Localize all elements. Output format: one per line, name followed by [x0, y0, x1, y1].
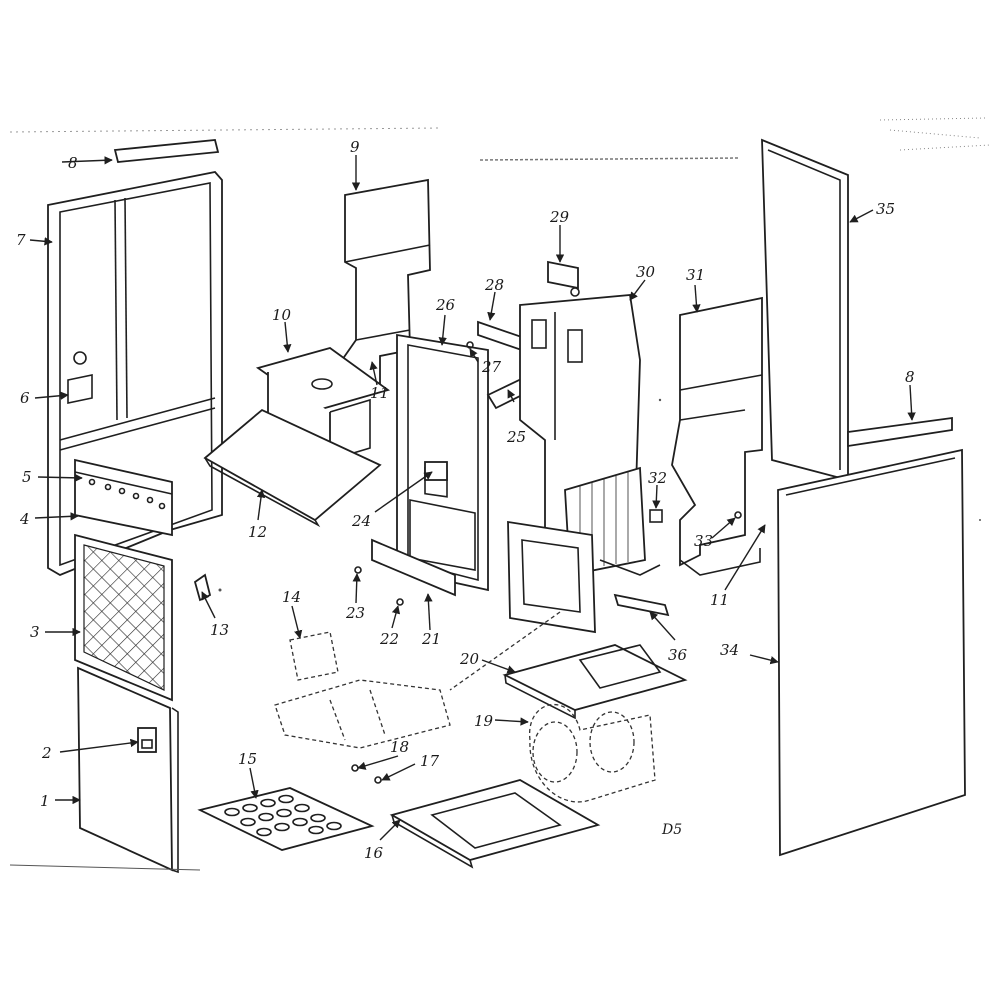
- screw-17: [374, 776, 382, 784]
- heat-exchanger-30: [519, 294, 661, 577]
- label-part-28: 28: [484, 276, 504, 294]
- screw-18: [351, 764, 359, 772]
- part-labels: 1 2 3 4 5 6 7 8 8 9 10 11 11 12 13 14 15…: [16, 138, 915, 862]
- label-part-14: 14: [282, 588, 301, 606]
- label-part-13: 13: [210, 621, 229, 639]
- bracket-13: [193, 573, 212, 602]
- label-part-20: 20: [459, 650, 480, 668]
- diagram-code: D5: [661, 822, 682, 838]
- label-part-15: 15: [238, 750, 257, 768]
- side-panel-35: [761, 138, 849, 482]
- screw-23: [354, 566, 362, 574]
- side-door-34: [777, 448, 966, 857]
- label-part-26: 26: [435, 296, 456, 314]
- bracket-36: [613, 593, 670, 617]
- label-part-23: 23: [345, 604, 365, 622]
- label-part-5: 5: [22, 468, 32, 486]
- screw-22: [396, 598, 404, 606]
- label-part-19: 19: [474, 712, 494, 730]
- filter-grille-3: [74, 533, 173, 702]
- label-part-24: 24: [351, 512, 371, 530]
- label-part-7: 7: [16, 231, 26, 249]
- label-part-32: 32: [648, 469, 667, 487]
- duct-flange: [449, 520, 596, 691]
- screw-27: [466, 341, 474, 349]
- label-part-3: 3: [30, 623, 40, 641]
- top-strip-8-left: [113, 139, 220, 163]
- label-part-9: 9: [350, 138, 360, 156]
- label-part-11-right: 11: [710, 591, 729, 609]
- label-part-31: 31: [686, 266, 705, 284]
- label-part-4: 4: [19, 510, 30, 528]
- label-part-34: 34: [720, 641, 739, 659]
- bracket-32: [649, 509, 663, 523]
- label-part-10: 10: [272, 306, 292, 324]
- sensor-29: [547, 260, 580, 297]
- gas-valve-14: [274, 631, 451, 749]
- label-part-11-left: 11: [370, 384, 389, 402]
- base-frame-16: [389, 779, 601, 869]
- mounting-plate-20: [502, 644, 688, 720]
- burner-grid-15: [197, 787, 375, 851]
- bracket-21: [371, 538, 456, 597]
- label-part-8-right: 8: [905, 368, 915, 386]
- lower-door-1: [9, 666, 201, 874]
- label-part-25: 25: [506, 428, 526, 446]
- label-part-30: 30: [636, 263, 656, 281]
- label-part-18: 18: [390, 738, 409, 756]
- scan-noise: [9, 117, 991, 592]
- label-part-22: 22: [379, 630, 399, 648]
- label-part-1: 1: [40, 792, 50, 810]
- top-strip-8-right: [847, 416, 953, 448]
- heat-exchanger-front-26: [396, 333, 489, 592]
- label-part-29: 29: [549, 208, 570, 226]
- control-panel-5: [74, 458, 173, 537]
- blower-19: [529, 703, 656, 803]
- label-part-17: 17: [420, 752, 440, 770]
- label-part-35: 35: [876, 200, 895, 218]
- label-part-12: 12: [248, 523, 267, 541]
- screw-33: [734, 511, 742, 519]
- label-part-27: 27: [481, 358, 502, 376]
- label-part-36: 36: [668, 646, 688, 664]
- tray-12: [203, 408, 382, 528]
- label-part-16: 16: [364, 844, 384, 862]
- baffle-panel-31: [671, 296, 763, 576]
- label-part-33: 33: [694, 532, 713, 550]
- label-part-21: 21: [421, 630, 441, 648]
- label-part-6: 6: [20, 389, 30, 407]
- leader-lines: [29, 155, 916, 841]
- label-part-2: 2: [41, 744, 52, 762]
- label-part-8-left: 8: [68, 154, 78, 172]
